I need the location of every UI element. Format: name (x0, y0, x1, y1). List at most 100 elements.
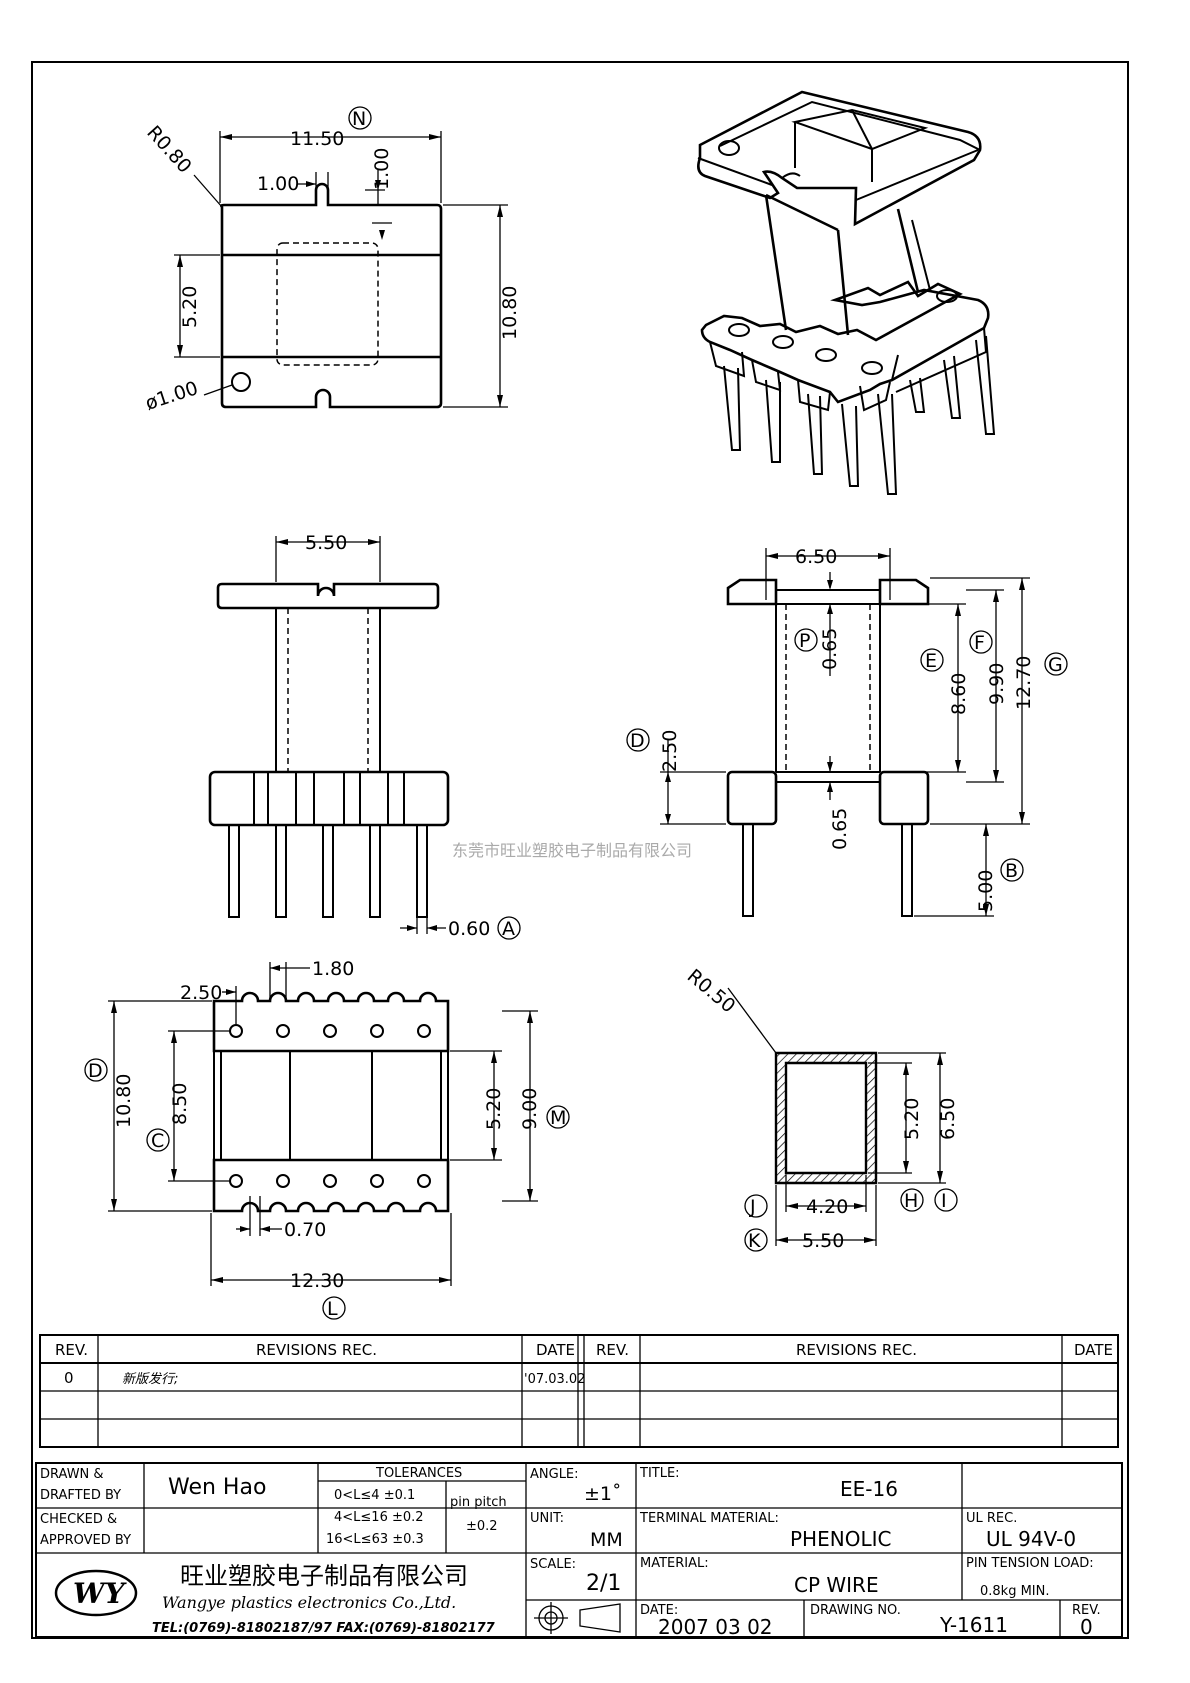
dim-6-50: 6.50 (795, 546, 837, 568)
dim-0-70: 0.70 (284, 1219, 326, 1241)
label-m: M (550, 1107, 566, 1129)
dim-5-20: 5.20 (179, 286, 201, 328)
company-logo: WY (54, 1569, 138, 1617)
dim-11-50: 11.50 (290, 128, 344, 150)
label-j: J (749, 1196, 756, 1218)
top-view: 11.50 N 1.00 1.00 10.80 5.20 R0.80 ø1.00 (142, 106, 521, 415)
dim-1-00-slot: 1.00 (257, 173, 299, 195)
label-f: F (974, 632, 985, 654)
dim-10-80: 10.80 (499, 286, 521, 340)
date-value: 2007 03 02 (658, 1615, 773, 1639)
pin-pitch-tolerance: ±0.2 (466, 1519, 498, 1534)
checked-label-1: CHECKED & (40, 1512, 117, 1527)
company-name-cn: 旺业塑胶电子制品有限公司 (180, 1562, 468, 1590)
material-label: MATERIAL: (640, 1556, 709, 1571)
rev-label: REV. (1072, 1603, 1101, 1618)
dim-4-20: 4.20 (806, 1196, 848, 1218)
dim-5-20-section: 5.20 (901, 1098, 923, 1140)
label-b: B (1005, 860, 1018, 882)
drawn-label-1: DRAWN & (40, 1467, 104, 1482)
revision-date: '07.03.02 (524, 1372, 585, 1387)
logo-text: WY (73, 1577, 127, 1610)
label-p: P (799, 630, 810, 652)
dim-1-00-depth: 1.00 (371, 148, 393, 190)
tolerance-row-1: 0<L≤4 ±0.1 (334, 1488, 415, 1503)
company-contact: TEL:(0769)-81802187/97 FAX:(0769)-818021… (152, 1621, 496, 1636)
unit-value: MM (590, 1529, 623, 1551)
label-n: N (352, 108, 366, 130)
rev-header-right: REV. (596, 1341, 629, 1359)
label-a: A (502, 918, 515, 940)
dim-5-20-bottom: 5.20 (483, 1088, 505, 1130)
bottom-view: 2.50 1.80 10.80 D 8.50 C 5.20 9.00 M (84, 958, 570, 1320)
title-value: EE-16 (840, 1477, 898, 1501)
front-view: 5.50 0.60 A (208, 532, 521, 940)
revision-record: 新版发行; (122, 1372, 178, 1387)
tolerances-label: TOLERANCES (375, 1466, 462, 1481)
drawing-no-value: Y-1611 (939, 1613, 1008, 1637)
unit-label: UNIT: (530, 1511, 564, 1526)
dim-9-00: 9.00 (519, 1088, 541, 1130)
section-view: R0.50 5.20 6.50 H I 4.20 J 5.50 K (683, 965, 959, 1252)
dim-0-60: 0.60 (448, 918, 490, 940)
terminal-material-label: TERMINAL MATERIAL: (639, 1511, 779, 1526)
label-e: E (925, 650, 937, 672)
pin-pitch-label: pin pitch (450, 1495, 507, 1510)
dim-5-00: 5.00 (975, 870, 997, 912)
dim-5-50-section: 5.50 (802, 1230, 844, 1252)
pin-tension-label: PIN TENSION LOAD: (966, 1556, 1094, 1571)
dim-9-90: 9.90 (986, 663, 1008, 705)
terminal-material-value: PHENOLIC (790, 1527, 891, 1551)
scale-label: SCALE: (530, 1557, 576, 1572)
watermark: 东莞市旺业塑胶电子制品有限公司 (452, 841, 692, 860)
label-i: I (941, 1190, 947, 1212)
rec-header-left: REVISIONS REC. (256, 1341, 377, 1359)
dim-1-80: 1.80 (312, 958, 354, 980)
dim-hole: ø1.00 (143, 377, 201, 415)
dim-5-50: 5.50 (305, 532, 347, 554)
revisions-table: REV. REVISIONS REC. DATE REV. REVISIONS … (39, 1334, 1119, 1448)
dim-0-65-bottom: 0.65 (829, 808, 851, 850)
dim-8-60: 8.60 (948, 673, 970, 715)
tolerance-row-2: 4<L≤16 ±0.2 (334, 1510, 424, 1525)
date-header-right: DATE (1074, 1341, 1113, 1359)
revision-number: 0 (64, 1369, 74, 1387)
dim-0-65-top: 0.65 (819, 628, 841, 670)
dim-r0-80: R0.80 (142, 122, 195, 178)
label-d-side: D (630, 730, 645, 752)
checked-label-2: APPROVED BY (40, 1533, 131, 1548)
dim-8-50: 8.50 (169, 1083, 191, 1125)
dim-12-30: 12.30 (290, 1270, 344, 1292)
rev-header-left: REV. (55, 1341, 88, 1359)
company-name-en: Wangye plastics electronics Co.,Ltd. (162, 1593, 456, 1612)
ul-rec-label: UL REC. (966, 1511, 1017, 1526)
drawn-label-2: DRAFTED BY (40, 1488, 121, 1503)
side-view: 6.50 0.65 P 0.65 8.60 E 9.90 F (626, 546, 1068, 917)
dim-10-80-bottom: 10.80 (113, 1074, 135, 1128)
date-header-left: DATE (536, 1341, 575, 1359)
label-k: K (748, 1230, 761, 1252)
drawing-no-label: DRAWING NO. (810, 1603, 901, 1618)
rev-value: 0 (1080, 1615, 1093, 1639)
date-label: DATE: (640, 1603, 678, 1618)
label-d-bottom: D (88, 1060, 103, 1082)
pin-tension-value: 0.8kg MIN. (980, 1584, 1050, 1599)
drawn-by-value: Wen Hao (168, 1475, 266, 1500)
label-c: C (151, 1130, 164, 1152)
projection-symbol (534, 1602, 621, 1634)
dim-2-50-pitch: 2.50 (180, 982, 222, 1004)
dim-2-50: 2.50 (659, 730, 681, 772)
label-l: L (327, 1298, 338, 1320)
ul-rec-value: UL 94V-0 (986, 1527, 1076, 1551)
label-h: H (904, 1190, 918, 1212)
tolerance-row-3: 16<L≤63 ±0.3 (326, 1532, 424, 1547)
scale-value: 2/1 (586, 1571, 621, 1596)
rec-header-right: REVISIONS REC. (796, 1341, 917, 1359)
material-value: CP WIRE (794, 1573, 879, 1597)
dim-6-50-section: 6.50 (937, 1098, 959, 1140)
angle-label: ANGLE: (530, 1467, 579, 1482)
isometric-view (697, 90, 996, 495)
title-label: TITLE: (639, 1466, 680, 1481)
angle-value: ±1˚ (584, 1483, 622, 1505)
